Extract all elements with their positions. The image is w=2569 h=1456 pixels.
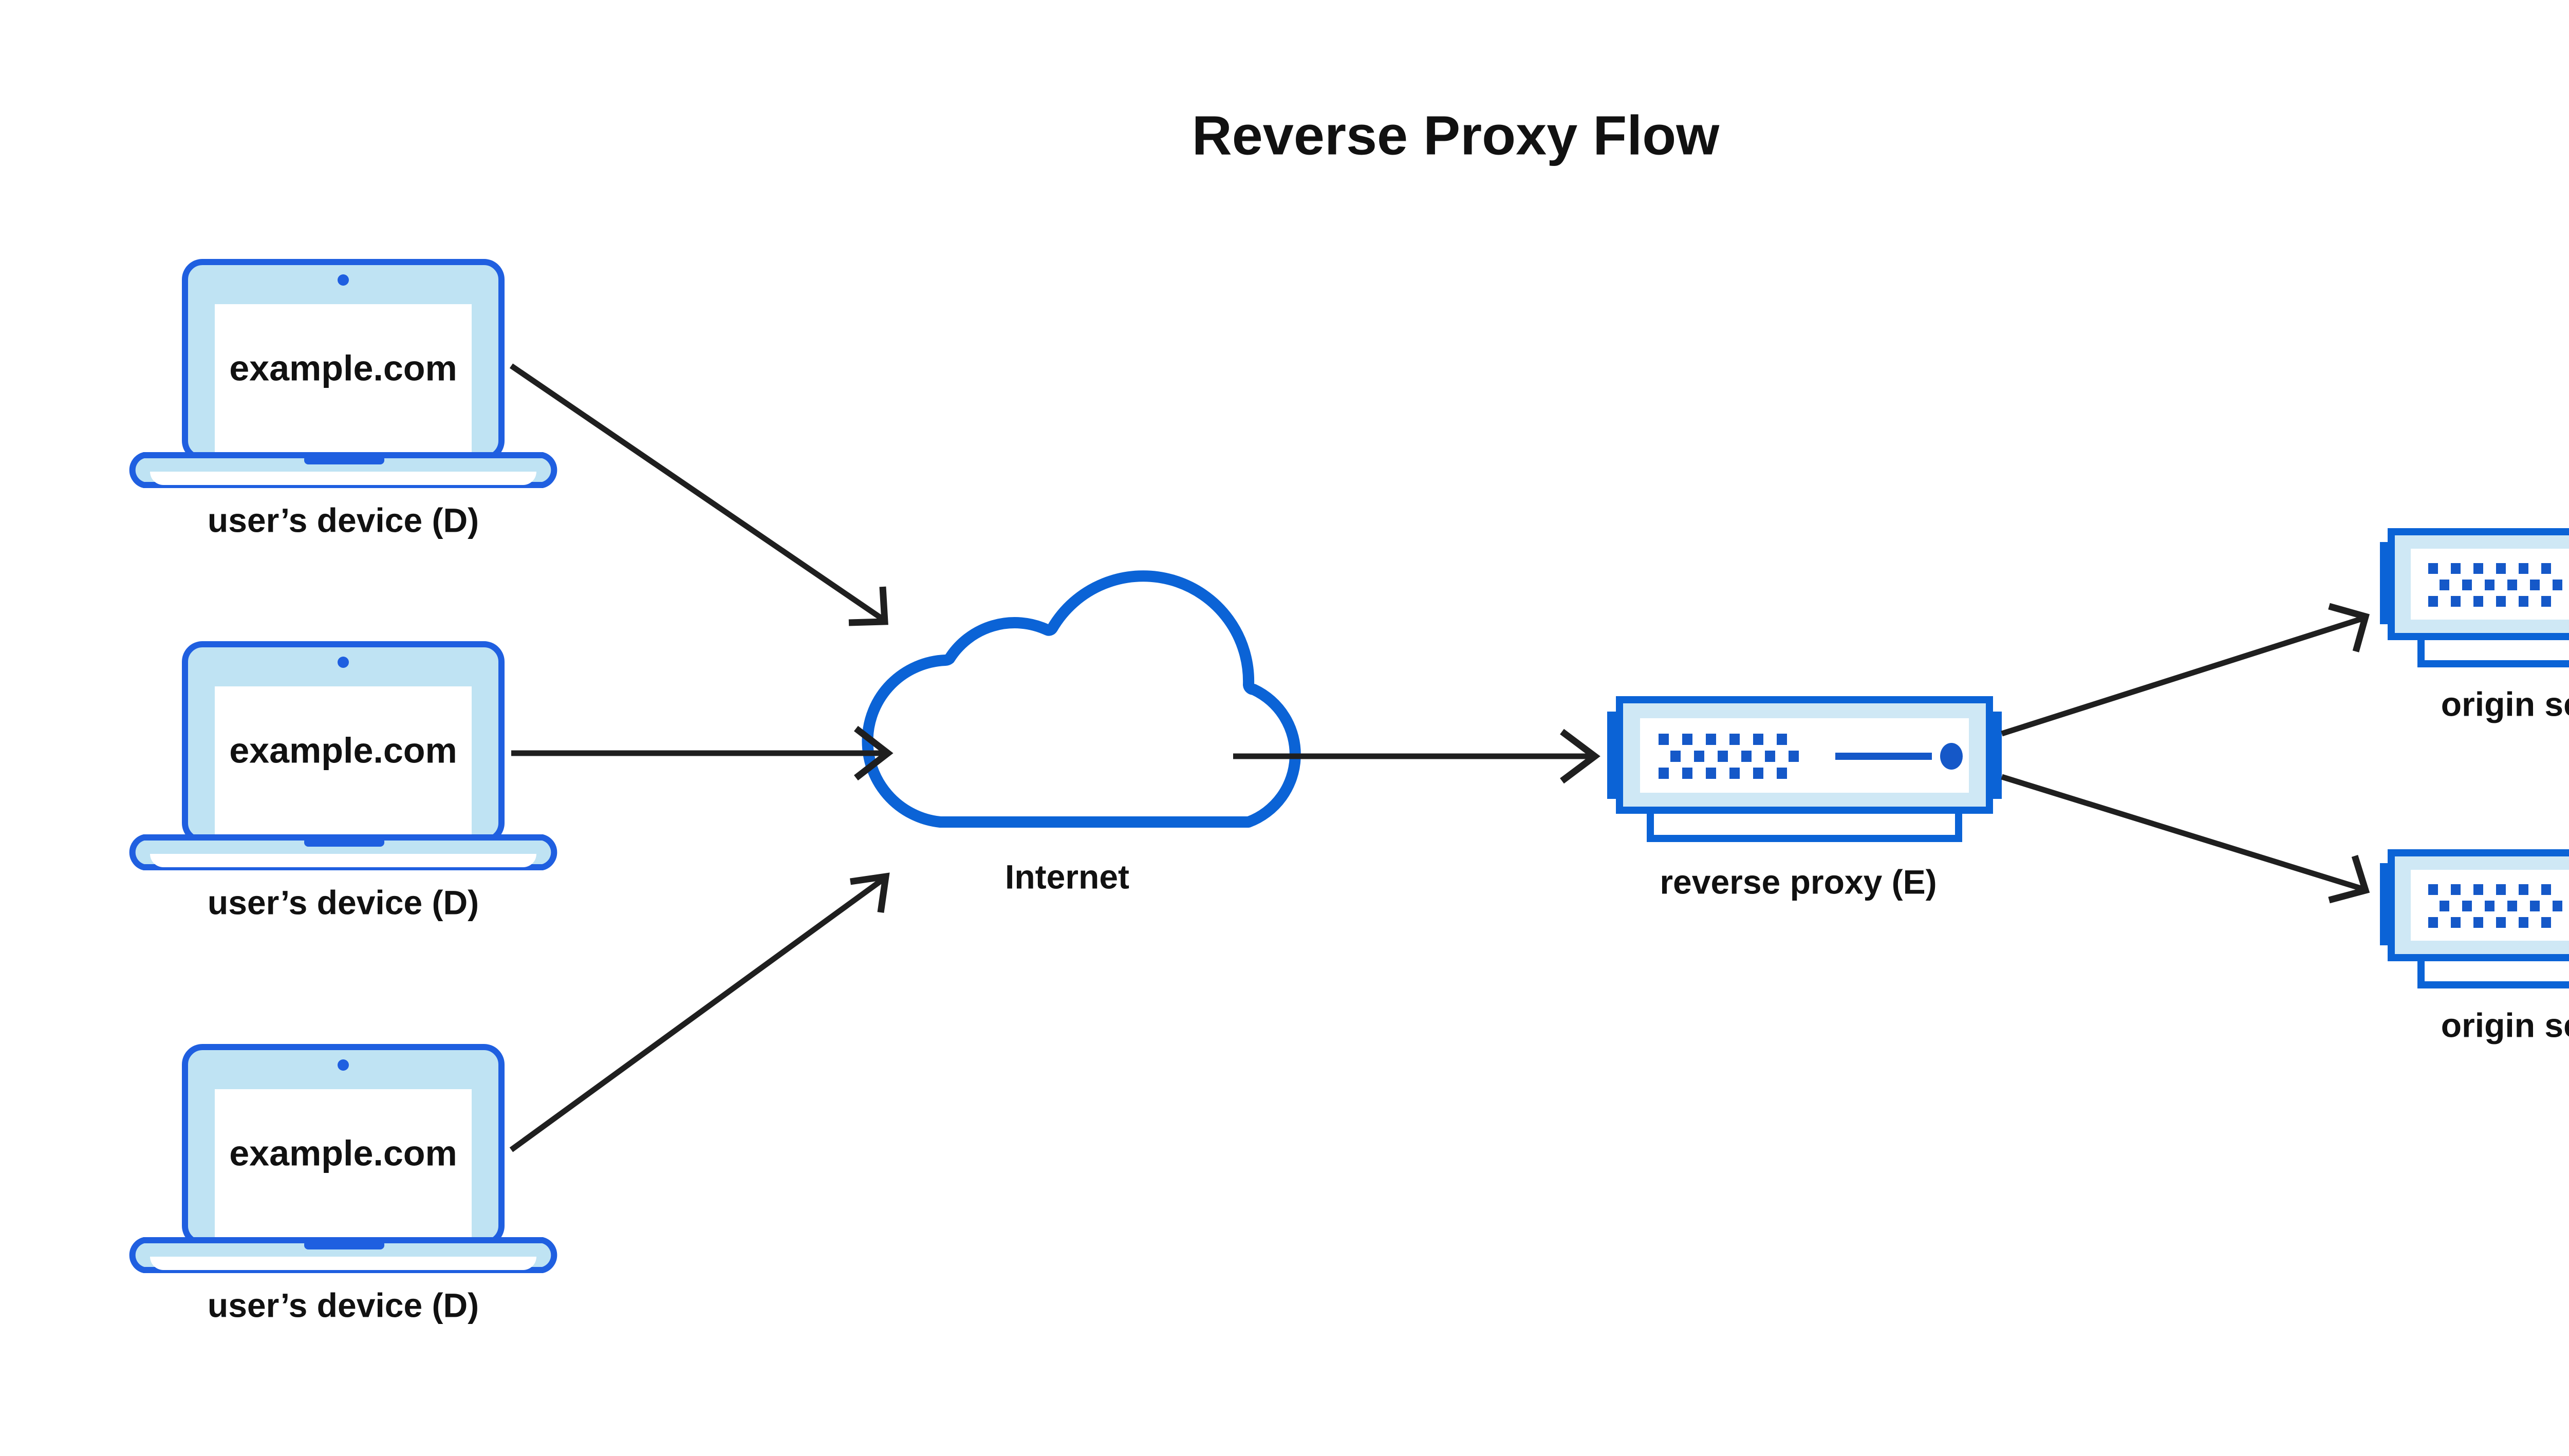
edge-client1-to-internet xyxy=(509,363,888,626)
laptop-icon xyxy=(129,1044,557,1273)
laptop-icon xyxy=(129,259,557,488)
client-device-2[interactable]: example.com user’s device (D) xyxy=(129,641,557,921)
origin-server-2[interactable]: origin server (F) xyxy=(2380,849,2569,1044)
edge-client2-to-internet xyxy=(511,725,893,781)
client-caption: user’s device (D) xyxy=(208,501,479,539)
screen-domain-label: example.com xyxy=(229,348,457,388)
origin-caption: origin server (F) xyxy=(2441,1006,2569,1044)
client-device-3[interactable]: example.com user’s device (D) xyxy=(129,1044,557,1324)
server-icon xyxy=(1607,696,2002,842)
origin-caption: origin server (F) xyxy=(2441,685,2569,723)
edge-internet-to-proxy xyxy=(1233,729,1600,784)
cloud-icon xyxy=(862,570,1301,828)
server-icon xyxy=(2380,528,2569,667)
origin-server-1[interactable]: origin server (F) xyxy=(2380,528,2569,723)
proxy-caption: reverse proxy (E) xyxy=(1660,863,1937,901)
edge-client3-to-internet xyxy=(509,872,890,1152)
reverse-proxy-node[interactable]: reverse proxy (E) xyxy=(1607,696,2002,901)
laptop-icon xyxy=(129,641,557,870)
edge-proxy-to-origin2 xyxy=(2001,774,2370,904)
screen-domain-label: example.com xyxy=(229,730,457,770)
server-icon xyxy=(2380,849,2569,988)
server-dot-grid xyxy=(2428,563,2562,607)
screen-domain-label: example.com xyxy=(229,1133,457,1173)
server-dot-grid xyxy=(1659,734,1799,779)
server-dot-grid xyxy=(2428,884,2562,928)
client-device-1[interactable]: example.com user’s device (D) xyxy=(129,259,557,539)
client-caption: user’s device (D) xyxy=(208,1286,479,1324)
internet-cloud[interactable]: Internet xyxy=(862,570,1301,895)
page-title: Reverse Proxy Flow xyxy=(1192,104,1720,166)
client-caption: user’s device (D) xyxy=(208,883,479,921)
edge-proxy-to-origin1 xyxy=(2001,603,2370,737)
internet-caption: Internet xyxy=(1005,857,1129,895)
